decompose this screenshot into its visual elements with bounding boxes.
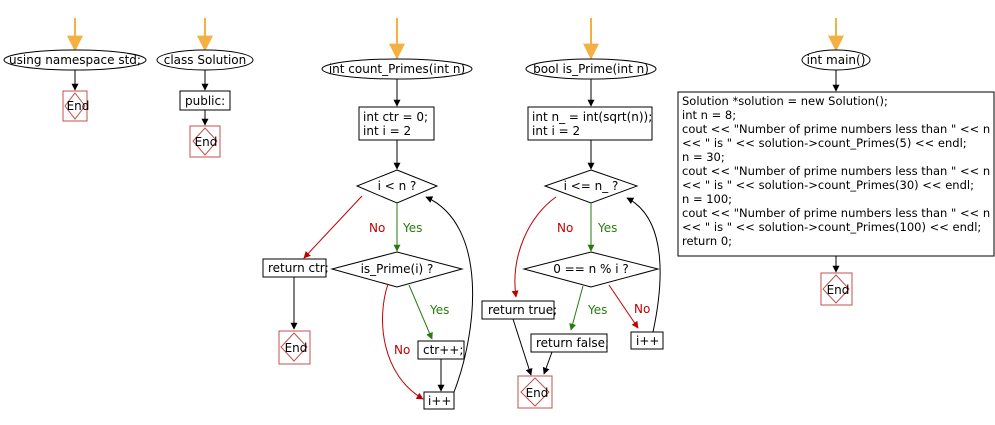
init-line-2: int i = 2	[532, 124, 580, 138]
end-node[interactable]: End	[278, 330, 311, 365]
yes-label: Yes	[429, 303, 449, 317]
loop-condition-label: i <= n_ ?	[564, 179, 619, 193]
code-line: cout << "Number of prime numbers less th…	[682, 164, 990, 178]
flow-arrow	[542, 351, 553, 375]
end-node[interactable]: End	[820, 272, 853, 306]
no-label: No	[634, 302, 650, 316]
is-prime-call-decision[interactable]	[330, 251, 464, 288]
no-branch-arrow	[511, 196, 557, 298]
return-false-label: return false;	[536, 336, 609, 350]
return-true-block[interactable]	[481, 300, 555, 320]
no-branch-arrow	[608, 284, 639, 329]
loop-back-arrow	[626, 197, 661, 333]
code-line: << " is " << solution->count_Primes(30) …	[682, 178, 974, 192]
flow-arrow	[512, 318, 533, 376]
end-label: End	[285, 341, 308, 355]
no-label: No	[394, 343, 410, 357]
i-increment-label: i++	[428, 394, 451, 408]
code-line: n = 100;	[682, 192, 732, 206]
end-node[interactable]: End	[62, 90, 90, 122]
end-label: End	[67, 99, 90, 113]
main-code-lines: Solution *solution = new Solution(); int…	[682, 94, 990, 248]
code-line: cout << "Number of prime numbers less th…	[682, 122, 990, 136]
init-line-2: int i = 2	[363, 124, 411, 138]
loop-condition-label: i < n ?	[378, 179, 417, 193]
using-namespace-label: using namespace std;	[9, 53, 141, 67]
end-node[interactable]: End	[517, 375, 553, 409]
no-label: No	[369, 221, 385, 235]
init-line-1: int n_ = int(sqrt(n));	[532, 110, 652, 124]
code-line: << " is " << solution->count_Primes(100)…	[682, 220, 981, 234]
main-code-block[interactable]	[677, 91, 995, 257]
code-line: Solution *solution = new Solution();	[682, 94, 888, 108]
ctr-increment-label: ctr++;	[423, 343, 463, 357]
mod-condition-label: 0 == n % i ?	[553, 262, 629, 276]
return-false-block[interactable]	[530, 333, 608, 353]
yes-branch-arrow	[408, 284, 433, 340]
init-line-1: int ctr = 0;	[363, 110, 428, 124]
i-increment-block[interactable]	[423, 391, 455, 410]
yes-label: Yes	[587, 303, 607, 317]
code-line: cout << "Number of prime numbers less th…	[682, 206, 990, 220]
end-label: End	[195, 135, 218, 149]
end-label: End	[526, 386, 549, 400]
code-line: return 0;	[682, 234, 732, 248]
i-increment-block[interactable]	[630, 331, 664, 350]
return-ctr-label: return ctr;	[268, 261, 329, 275]
end-node[interactable]: End	[189, 125, 221, 158]
no-branch-arrow	[303, 195, 363, 259]
loop-back-arrow	[425, 196, 474, 393]
yes-branch-arrow	[569, 285, 584, 331]
return-true-label: return true;	[488, 303, 557, 317]
main-flow: int main() Solution *solution = new Solu…	[677, 18, 995, 306]
main-title: int main()	[807, 53, 866, 67]
public-label: public:	[185, 94, 225, 108]
class-solution-label: class Solution	[164, 53, 247, 67]
global-flow: using namespace std; End	[3, 18, 147, 122]
end-label: End	[827, 283, 850, 297]
count-primes-title: int count_Primes(int n)	[329, 62, 465, 76]
class-solution-flow: class Solution public: End	[156, 18, 254, 158]
is-prime-init-block[interactable]	[527, 106, 653, 141]
code-line: n = 30;	[682, 150, 725, 164]
no-label: No	[557, 221, 573, 235]
count-primes-flow: int count_Primes(int n) int ctr = 0; int…	[262, 18, 474, 410]
is-prime-title: bool is_Prime(int n)	[533, 62, 649, 76]
i-increment-label: i++	[636, 334, 659, 348]
is-prime-flow: bool is_Prime(int n) int n_ = int(sqrt(n…	[481, 18, 664, 409]
mod-condition-decision[interactable]	[522, 251, 660, 288]
code-line: << " is " << solution->count_Primes(5) <…	[682, 136, 967, 150]
count-primes-init-block[interactable]	[358, 106, 435, 141]
no-branch-arrow	[382, 283, 424, 400]
code-line: int n = 8;	[682, 108, 736, 122]
yes-label: Yes	[597, 221, 617, 235]
yes-label: Yes	[402, 221, 422, 235]
is-prime-call-label: is_Prime(i) ?	[361, 262, 434, 276]
